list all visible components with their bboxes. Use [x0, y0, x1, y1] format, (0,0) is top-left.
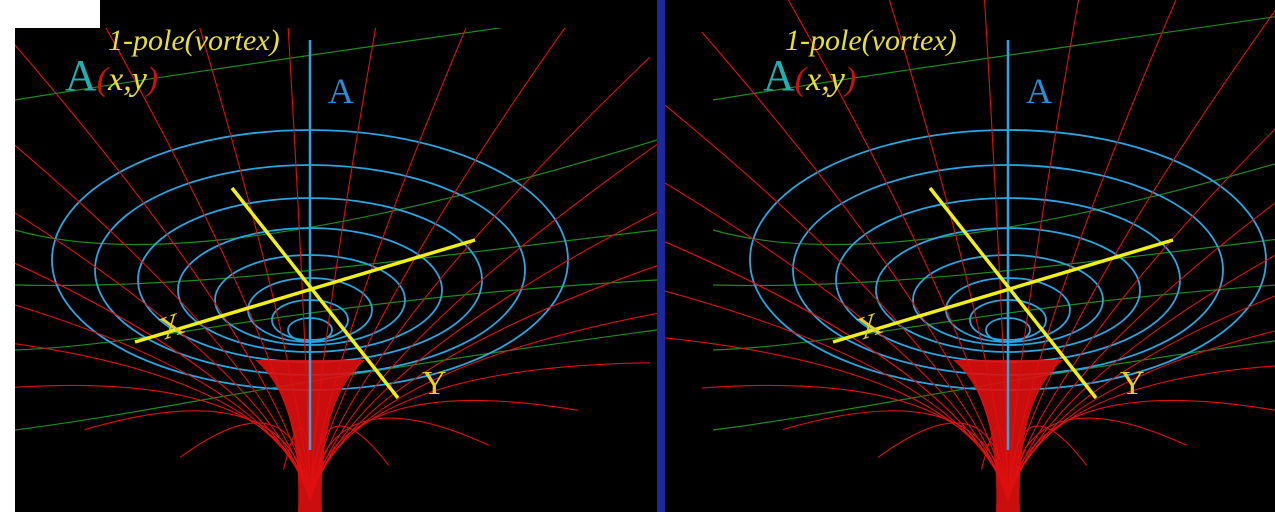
- panel-title: 1-pole(vortex): [785, 24, 957, 57]
- function-args: x,y: [107, 61, 148, 98]
- red-streamline: [665, 241, 1009, 501]
- red-streamline: [1007, 330, 1275, 501]
- paren-open: (: [795, 61, 809, 98]
- function-letter: A: [763, 51, 795, 100]
- x-axis: [832, 238, 1174, 344]
- function-letter: A: [65, 51, 97, 100]
- panel-title: 1-pole(vortex): [108, 24, 280, 57]
- green-field-line: [15, 28, 504, 101]
- green-field-line: [15, 329, 657, 431]
- vortex-art: AYX: [665, 0, 1275, 512]
- paren-close: ): [145, 61, 158, 98]
- axis-label-y: Y: [422, 365, 447, 402]
- function-label: A(x,y): [763, 51, 856, 100]
- y-axis: [230, 186, 400, 400]
- red-streamline: [15, 262, 311, 501]
- axis-label-y: Y: [1120, 365, 1145, 402]
- red-streamline: [309, 362, 650, 501]
- function-args: x,y: [805, 61, 846, 98]
- vortex-art: AYX: [15, 28, 657, 512]
- green-field-line: [712, 16, 1275, 101]
- red-streamline: [15, 304, 311, 501]
- red-streamline: [309, 56, 651, 501]
- x-axis: [134, 238, 476, 344]
- axis-label-a: A: [328, 71, 354, 111]
- panel-divider: [657, 0, 665, 512]
- red-streamline: [665, 290, 1009, 501]
- red-streamline: [309, 312, 657, 501]
- red-streamline: [1007, 365, 1275, 501]
- red-streamline: [1007, 128, 1275, 501]
- panel-background: [665, 0, 1275, 512]
- axis-label-a: A: [1026, 71, 1052, 111]
- paren-open: (: [97, 61, 111, 98]
- paren-close: ): [843, 61, 856, 98]
- function-label: A(x,y): [65, 51, 158, 100]
- y-axis: [928, 186, 1098, 400]
- green-field-line: [712, 340, 1275, 431]
- top-strip: [100, 0, 665, 28]
